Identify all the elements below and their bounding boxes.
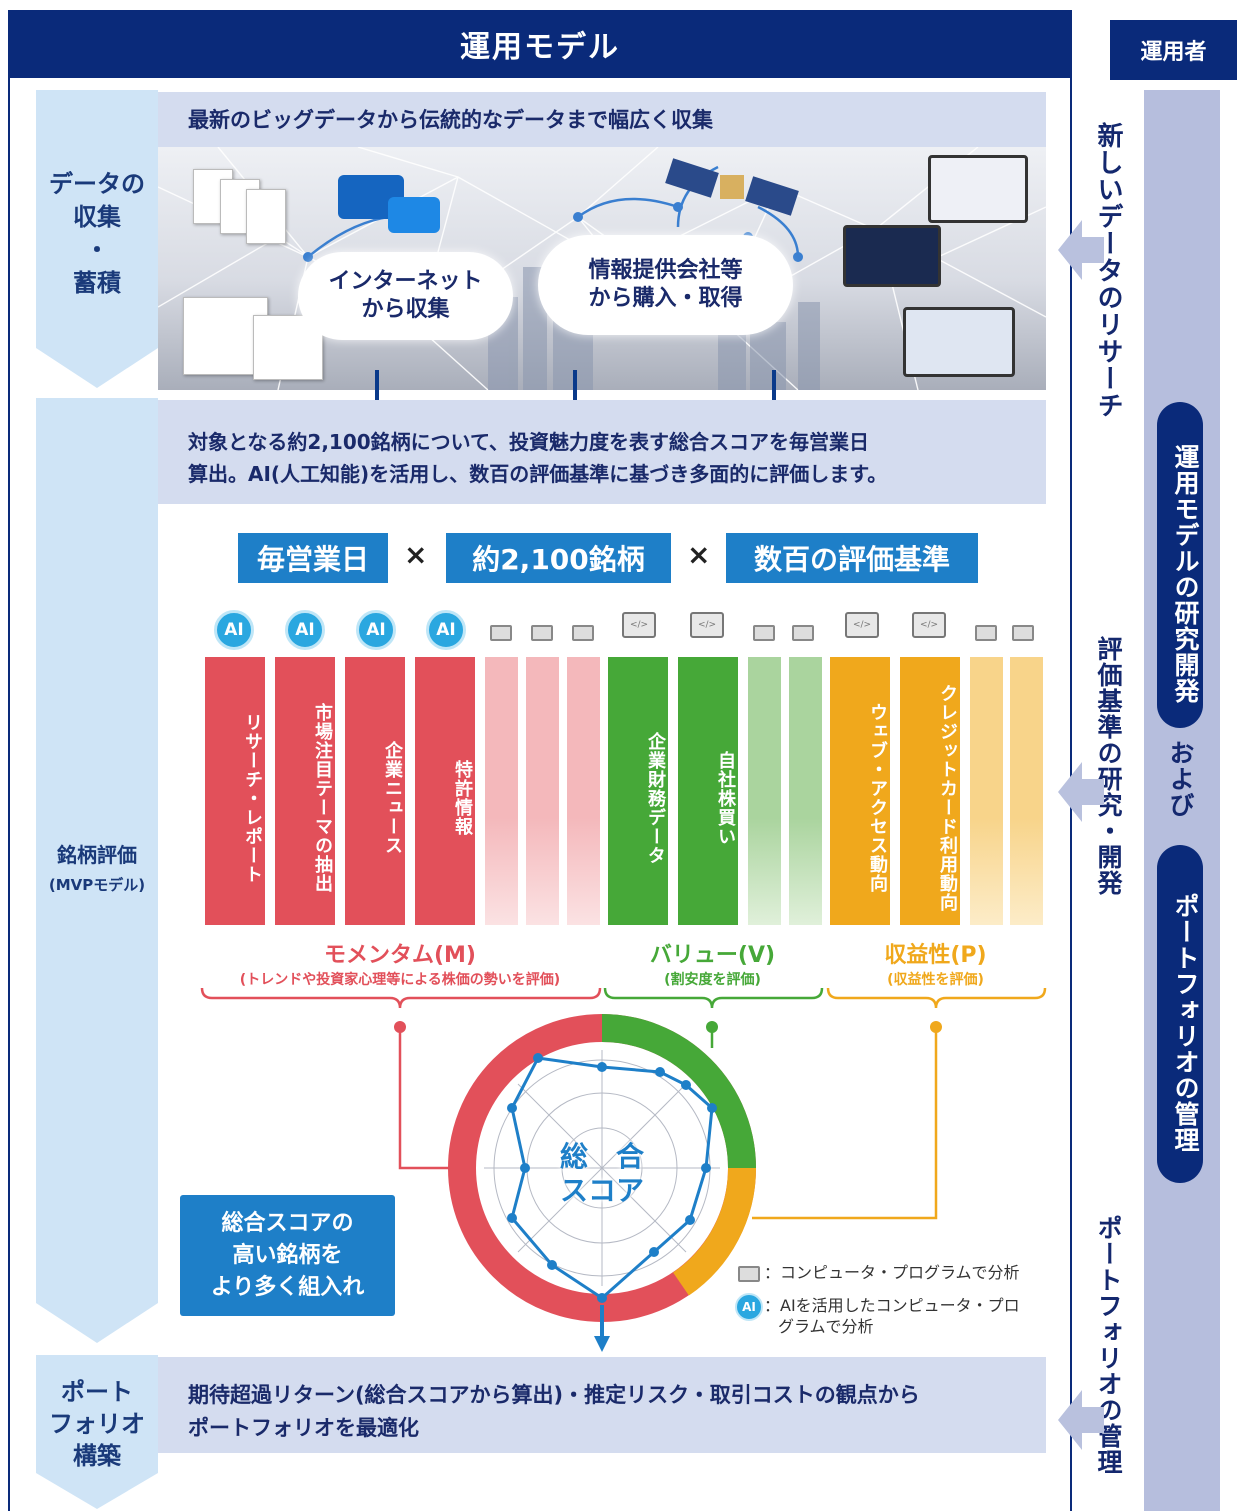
- bar-other-value: [789, 657, 822, 925]
- category-profit: 収益性(P) (収益性を評価): [828, 937, 1043, 989]
- provider-cloud: 情報提供会社等から購入・取得: [538, 235, 793, 335]
- times-symbol: ×: [404, 538, 428, 571]
- computer-icon: [531, 625, 553, 641]
- bar-other-momentum: [485, 657, 518, 925]
- evaluate-caption: 対象となる約2,100銘柄について、投資魅力度を表す総合スコアを毎営業日 算出。…: [158, 400, 1046, 504]
- category-momentum-sub: (トレンドや投資家心理等による株価の勢いを評価): [239, 972, 561, 988]
- code-computer-icon: </>: [845, 612, 879, 638]
- bar-market-theme: 市場注目テーマの抽出: [275, 657, 335, 925]
- bar-other-momentum: [567, 657, 600, 925]
- model-rd-pill: 運用モデルの研究開発: [1157, 402, 1203, 728]
- category-value-sub: (割安度を評価): [664, 972, 761, 988]
- ai-legend-icon: AI: [735, 1293, 763, 1321]
- left-arrow-icon: [1058, 1390, 1104, 1450]
- network-lines: [158, 147, 1046, 390]
- code-computer-icon: </>: [622, 612, 656, 638]
- tablet-icon: [843, 225, 941, 287]
- category-momentum: モメンタム(M) (トレンドや投資家心理等による株価の勢いを評価): [200, 937, 600, 989]
- bar-credit-card: クレジットカード利用動向: [900, 657, 960, 925]
- code-computer-icon: </>: [690, 612, 724, 638]
- code-computer-icon: </>: [912, 612, 946, 638]
- bar-other-momentum: [526, 657, 559, 925]
- stage-evaluate-arrow: [36, 1303, 158, 1343]
- bar-other-profit: [1010, 657, 1043, 925]
- data-collection-illustration: インターネットから収集 情報提供会社等から購入・取得: [158, 147, 1046, 390]
- satellite-icon: [665, 155, 799, 216]
- stage-collect-arrow: [36, 348, 158, 388]
- ai-badge-icon: AI: [285, 610, 325, 650]
- stage-portfolio: [36, 1355, 158, 1473]
- new-data-research-label: 新しいデータのリサーチ: [1093, 122, 1123, 419]
- ai-badge-icon: AI: [356, 610, 396, 650]
- bar-web-access: ウェブ・アクセス動向: [830, 657, 890, 925]
- total-score-label: 総 合 スコア: [559, 1140, 644, 1207]
- portfolio-caption: 期待超過リターン(総合スコアから算出)・推定リスク・取引コストの観点から ポート…: [158, 1357, 1046, 1453]
- chip-every-business-day: 毎営業日: [238, 533, 388, 583]
- computer-icon: [792, 625, 814, 641]
- left-arrow-icon: [1058, 762, 1104, 822]
- stage-collect-label: データの 収集 ・ 蓄積: [49, 170, 145, 297]
- bar-research-report: リサーチ・レポート: [205, 657, 265, 925]
- bar-company-news: 企業ニュース: [345, 657, 405, 925]
- bar-other-value: [748, 657, 781, 925]
- ai-badge-icon: AI: [426, 610, 466, 650]
- legend-computer-text: ：コンピュータ・プログラムで分析: [764, 1263, 1020, 1282]
- ai-badge-icon: AI: [214, 610, 254, 650]
- operator-title: 運用者: [1110, 20, 1237, 80]
- category-value-title: バリュー(V): [649, 943, 776, 968]
- computer-icon: [1012, 625, 1034, 641]
- chat-bubble-icon: [388, 197, 440, 233]
- computer-icon: [490, 625, 512, 641]
- category-profit-sub: (収益性を評価): [887, 972, 984, 988]
- times-symbol: ×: [687, 538, 711, 571]
- computer-icon: [753, 625, 775, 641]
- category-profit-title: 収益性(P): [884, 943, 987, 968]
- operation-model-title: 運用モデル: [8, 10, 1072, 78]
- bar-financial-data: 企業財務データ: [608, 657, 668, 925]
- computer-icon: [572, 625, 594, 641]
- stage-portfolio-label: ポート フォリオ 構築: [49, 1378, 145, 1470]
- left-arrow-icon: [1058, 220, 1104, 280]
- stage-collect: [36, 90, 158, 348]
- high-score-stocks-box: 総合スコアの 高い銘柄を より多く組入れ: [180, 1195, 395, 1316]
- collect-caption: 最新のビッグデータから伝統的なデータまで幅広く収集: [158, 92, 1046, 147]
- bar-patent-info: 特許情報: [415, 657, 475, 925]
- bar-buyback: 自社株買い: [678, 657, 738, 925]
- category-value: バリュー(V) (割安度を評価): [605, 937, 820, 989]
- model-rd-label: 運用モデルの研究開発: [1171, 444, 1200, 704]
- portfolio-management-pill: ポートフォリオの管理: [1157, 845, 1203, 1183]
- chip-criteria: 数百の評価基準: [726, 533, 978, 583]
- stage-portfolio-arrow: [36, 1473, 158, 1509]
- legend-ai-text: ：AIを活用したコンピュータ・プロ グラムで分析: [764, 1296, 1020, 1336]
- monitor-icon: [928, 155, 1028, 223]
- chip-stock-count: 約2,100銘柄: [446, 533, 671, 583]
- computer-icon: [975, 625, 997, 641]
- laptop-icon: [903, 307, 1015, 377]
- operator-band: [1144, 90, 1220, 1511]
- category-momentum-title: モメンタム(M): [323, 943, 476, 968]
- internet-cloud: インターネットから収集: [298, 252, 513, 340]
- computer-legend-icon: [738, 1266, 760, 1282]
- report-icon: [246, 189, 286, 244]
- stage-evaluate-label: 銘柄評価 (MVPモデル): [48, 843, 146, 894]
- stage-evaluate: [36, 398, 158, 1303]
- portfolio-management-label: ポートフォリオの管理: [1171, 893, 1200, 1153]
- oyobi-label: および: [1166, 740, 1195, 818]
- bar-other-profit: [970, 657, 1003, 925]
- criteria-rd-label: 評価基準の研究・開発: [1094, 636, 1123, 896]
